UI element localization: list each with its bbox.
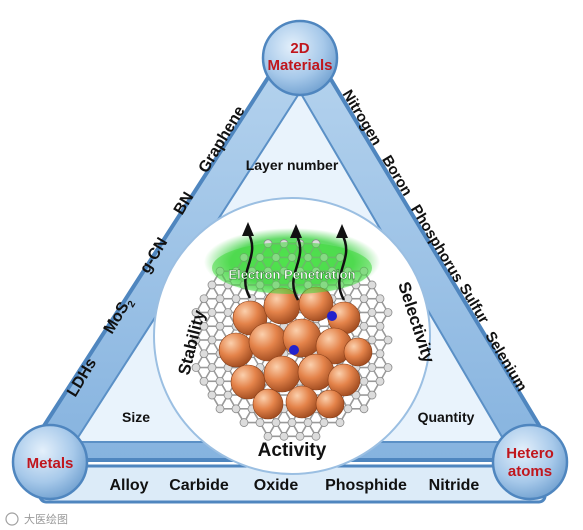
arrow-1 bbox=[244, 231, 254, 299]
arrow-head-3 bbox=[336, 224, 348, 238]
core-sphere bbox=[252, 388, 284, 420]
cage-atom bbox=[319, 418, 329, 427]
watermark-logo-icon bbox=[5, 512, 19, 526]
cage-atom bbox=[231, 404, 241, 414]
node-2d-label-line1: 2D bbox=[290, 40, 309, 57]
node-2d-materials: 2D Materials bbox=[261, 19, 339, 97]
core-sphere bbox=[230, 364, 266, 400]
cage-atom bbox=[375, 294, 385, 304]
core-sphere bbox=[282, 318, 322, 358]
activity-label: Activity bbox=[258, 440, 327, 461]
cage-atom bbox=[367, 308, 377, 317]
cage-atom bbox=[263, 431, 273, 441]
cage-atom bbox=[367, 280, 377, 290]
cage-atom bbox=[199, 321, 209, 331]
cage-atom bbox=[199, 294, 209, 304]
cage-atom bbox=[207, 308, 217, 317]
alloy-label: Alloy bbox=[109, 477, 148, 494]
arrow-head-2 bbox=[290, 224, 302, 238]
node-heteroatoms: Hetero atoms bbox=[491, 423, 569, 501]
cage-atom bbox=[383, 308, 393, 317]
size-label: Size bbox=[122, 409, 150, 425]
cage-atom bbox=[279, 431, 289, 441]
cage-atom bbox=[359, 376, 369, 386]
cage-atom bbox=[383, 335, 393, 345]
electron-arrows bbox=[242, 222, 348, 301]
cage-atom bbox=[191, 363, 201, 372]
dopant-atom bbox=[289, 345, 299, 355]
node-metals-label: Metals bbox=[27, 455, 74, 472]
core-sphere bbox=[248, 322, 288, 362]
cage-atom bbox=[311, 431, 321, 441]
cage-atom bbox=[359, 321, 369, 331]
cage-atom bbox=[199, 376, 209, 386]
cage-atom bbox=[207, 280, 217, 290]
core-sphere bbox=[285, 385, 319, 419]
cage-atom bbox=[207, 363, 217, 372]
cage-atom bbox=[343, 294, 353, 304]
cage-atom bbox=[335, 418, 345, 427]
cage-atom bbox=[303, 418, 313, 427]
cage-atom bbox=[215, 321, 225, 331]
cage-atom bbox=[215, 404, 225, 414]
node-hetero-label-line1: Hetero bbox=[506, 445, 554, 462]
dopant-atom bbox=[327, 311, 337, 321]
node-hetero-label-line2: atoms bbox=[508, 463, 552, 480]
mos2-subscript: 2 bbox=[126, 299, 139, 310]
cage-atom bbox=[383, 363, 393, 372]
cage-atom bbox=[375, 321, 385, 331]
core-sphere bbox=[218, 332, 254, 368]
arrow-3 bbox=[338, 233, 348, 301]
cage-atom bbox=[367, 390, 377, 400]
phosphide-label: Phosphide bbox=[325, 477, 407, 494]
cage-atom bbox=[375, 376, 385, 386]
electron-penetration-label: Electron Penetration bbox=[228, 267, 355, 282]
cage-atom bbox=[239, 418, 249, 427]
cage-atom bbox=[351, 390, 361, 400]
cage-atom bbox=[343, 404, 353, 414]
arrow-2 bbox=[292, 233, 302, 301]
quantity-label: Quantity bbox=[418, 409, 475, 425]
layer-number-label: Layer number bbox=[246, 157, 339, 173]
cage-atom bbox=[215, 376, 225, 386]
metal-core bbox=[218, 286, 373, 420]
carbide-label: Carbide bbox=[169, 477, 229, 494]
watermark-text: 大医绘图 bbox=[24, 512, 68, 526]
cage-atom bbox=[295, 431, 305, 441]
cage-atom bbox=[255, 418, 265, 427]
bottom-edge-labels: Alloy Carbide Oxide Phosphide Nitride bbox=[109, 477, 479, 494]
cage-atom bbox=[287, 418, 297, 427]
cage-atom bbox=[375, 349, 385, 359]
cage-atom bbox=[367, 363, 377, 372]
cage-atom bbox=[231, 294, 241, 304]
cage-atom bbox=[359, 294, 369, 304]
cage-atom bbox=[271, 418, 281, 427]
cage-atom bbox=[223, 308, 233, 317]
oxide-label: Oxide bbox=[254, 477, 299, 494]
node-metals: Metals bbox=[11, 423, 89, 501]
cage-atom bbox=[359, 404, 369, 414]
nitride-label: Nitride bbox=[429, 477, 480, 494]
center-graphic: Electron Penetration bbox=[153, 197, 431, 475]
node-2d-label-line2: Materials bbox=[267, 57, 332, 74]
cage-atom bbox=[215, 294, 225, 304]
arrow-head-1 bbox=[242, 222, 254, 236]
core-sphere bbox=[315, 389, 345, 419]
watermark: 大医绘图 bbox=[5, 512, 68, 526]
cage-atom bbox=[191, 335, 201, 345]
core-sphere bbox=[263, 355, 301, 393]
core-sphere bbox=[343, 337, 373, 367]
cage-atom bbox=[207, 335, 217, 345]
cage-atom bbox=[199, 349, 209, 359]
core-sphere bbox=[327, 363, 361, 397]
cage-atom bbox=[223, 390, 233, 400]
cage-atom bbox=[191, 308, 201, 317]
cage-atom bbox=[207, 390, 217, 400]
cage-atom bbox=[367, 335, 377, 345]
